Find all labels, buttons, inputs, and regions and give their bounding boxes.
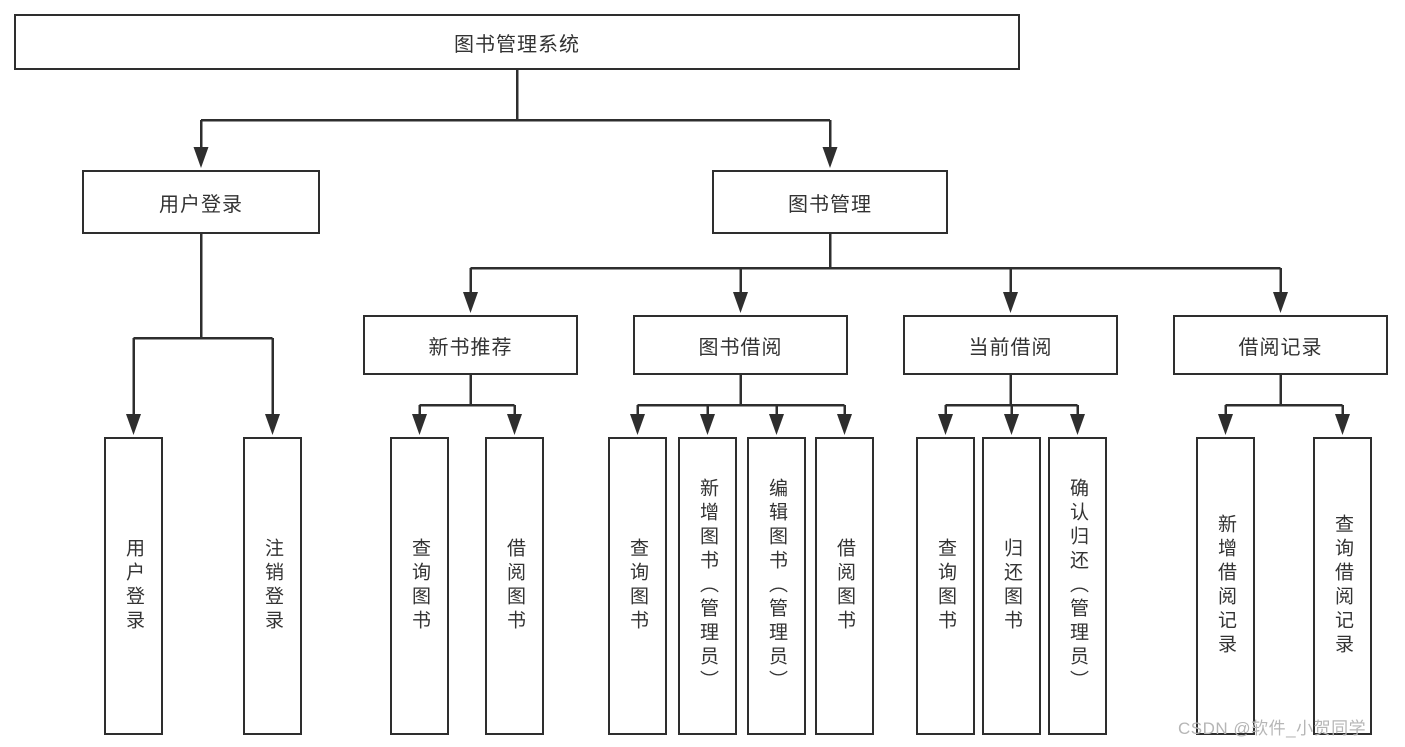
leaf-query-books-borrow-label: 查询图书 bbox=[627, 538, 648, 634]
leaf-query-books-current: 查询图书 bbox=[916, 437, 975, 735]
leaf-return-books: 归还图书 bbox=[982, 437, 1041, 735]
node-book-management-label: 图书管理 bbox=[788, 193, 872, 216]
leaf-borrow-books: 借阅图书 bbox=[815, 437, 874, 735]
leaf-query-borrow-record: 查询借阅记录 bbox=[1313, 437, 1372, 735]
leaf-borrow-books-recommend-label: 借阅图书 bbox=[504, 538, 525, 634]
leaf-confirm-return-admin-label: 确认归还（管理员） bbox=[1067, 478, 1088, 694]
leaf-confirm-return-admin: 确认归还（管理员） bbox=[1048, 437, 1107, 735]
csdn-watermark: CSDN @软件_小贺同学 bbox=[1178, 719, 1367, 738]
leaf-query-books-borrow: 查询图书 bbox=[608, 437, 667, 735]
leaf-query-books-current-label: 查询图书 bbox=[935, 538, 956, 634]
leaf-return-books-label: 归还图书 bbox=[1001, 538, 1022, 634]
leaf-user-login: 用户登录 bbox=[104, 437, 163, 735]
leaf-edit-books-admin: 编辑图书（管理员） bbox=[747, 437, 806, 735]
leaf-query-borrow-record-label: 查询借阅记录 bbox=[1332, 514, 1353, 658]
leaf-borrow-books-label: 借阅图书 bbox=[834, 538, 855, 634]
leaf-add-borrow-record: 新增借阅记录 bbox=[1196, 437, 1255, 735]
leaf-logout: 注销登录 bbox=[243, 437, 302, 735]
node-book-management: 图书管理 bbox=[712, 170, 948, 234]
leaf-borrow-books-recommend: 借阅图书 bbox=[485, 437, 544, 735]
node-book-borrow-label: 图书借阅 bbox=[698, 336, 783, 359]
node-root: 图书管理系统 bbox=[14, 14, 1020, 70]
node-user-login: 用户登录 bbox=[82, 170, 320, 234]
node-current-borrow-label: 当前借阅 bbox=[968, 336, 1053, 359]
arrowheads bbox=[126, 147, 1350, 435]
leaf-logout-label: 注销登录 bbox=[262, 538, 283, 634]
node-new-book-recommend-label: 新书推荐 bbox=[428, 336, 513, 359]
leaf-add-books-admin-label: 新增图书（管理员） bbox=[697, 478, 718, 694]
leaf-add-borrow-record-label: 新增借阅记录 bbox=[1215, 514, 1236, 658]
leaf-add-books-admin: 新增图书（管理员） bbox=[678, 437, 737, 735]
node-borrow-records-label: 借阅记录 bbox=[1238, 336, 1323, 359]
node-borrow-records: 借阅记录 bbox=[1173, 315, 1388, 375]
node-user-login-label: 用户登录 bbox=[159, 193, 243, 216]
node-book-borrow: 图书借阅 bbox=[633, 315, 848, 375]
leaf-user-login-label: 用户登录 bbox=[123, 538, 144, 634]
node-root-label: 图书管理系统 bbox=[454, 33, 580, 56]
leaf-query-books-recommend-label: 查询图书 bbox=[409, 538, 430, 634]
node-current-borrow: 当前借阅 bbox=[903, 315, 1118, 375]
leaf-query-books-recommend: 查询图书 bbox=[390, 437, 449, 735]
leaf-edit-books-admin-label: 编辑图书（管理员） bbox=[766, 478, 787, 694]
node-new-book-recommend: 新书推荐 bbox=[363, 315, 578, 375]
